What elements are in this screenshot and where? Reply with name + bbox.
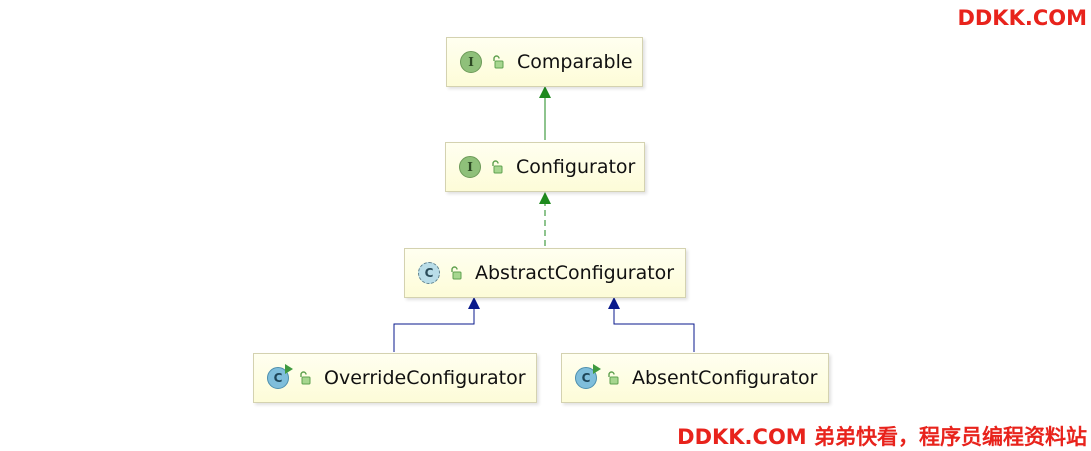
unlocked-padlock-icon bbox=[492, 160, 503, 174]
edge-absent-abstract bbox=[613, 307, 695, 352]
class-icon: C bbox=[267, 364, 293, 389]
abstract-class-icon: C bbox=[418, 262, 440, 284]
node-override-configurator[interactable]: C OverrideConfigurator bbox=[253, 353, 537, 403]
node-label: OverrideConfigurator bbox=[324, 367, 526, 389]
arrow-head-configurator bbox=[539, 192, 551, 204]
interface-icon: I bbox=[460, 51, 482, 73]
node-label: Configurator bbox=[516, 156, 636, 178]
unlocked-padlock-icon bbox=[493, 55, 504, 69]
edge-override-abstract bbox=[393, 307, 475, 352]
arrow-head-abstract-right bbox=[608, 297, 620, 309]
node-configurator[interactable]: I Configurator bbox=[445, 142, 645, 192]
node-absent-configurator[interactable]: C AbsentConfigurator bbox=[561, 353, 829, 403]
unlocked-padlock-icon bbox=[451, 266, 462, 280]
watermark-top: DDKK.COM bbox=[957, 6, 1087, 30]
node-label: AbstractConfigurator bbox=[475, 262, 675, 284]
node-comparable[interactable]: I Comparable bbox=[446, 37, 643, 87]
unlocked-padlock-icon bbox=[300, 371, 311, 385]
class-icon: C bbox=[575, 364, 601, 389]
node-label: AbsentConfigurator bbox=[632, 367, 818, 389]
watermark-bottom: DDKK.COM 弟弟快看，程序员编程资料站 bbox=[677, 425, 1087, 449]
arrow-head-abstract-left bbox=[468, 297, 480, 309]
arrow-head-comparable bbox=[539, 86, 551, 98]
interface-icon: I bbox=[459, 156, 481, 178]
node-label: Comparable bbox=[517, 51, 633, 73]
node-abstract-configurator[interactable]: C AbstractConfigurator bbox=[404, 248, 686, 298]
unlocked-padlock-icon bbox=[608, 371, 619, 385]
